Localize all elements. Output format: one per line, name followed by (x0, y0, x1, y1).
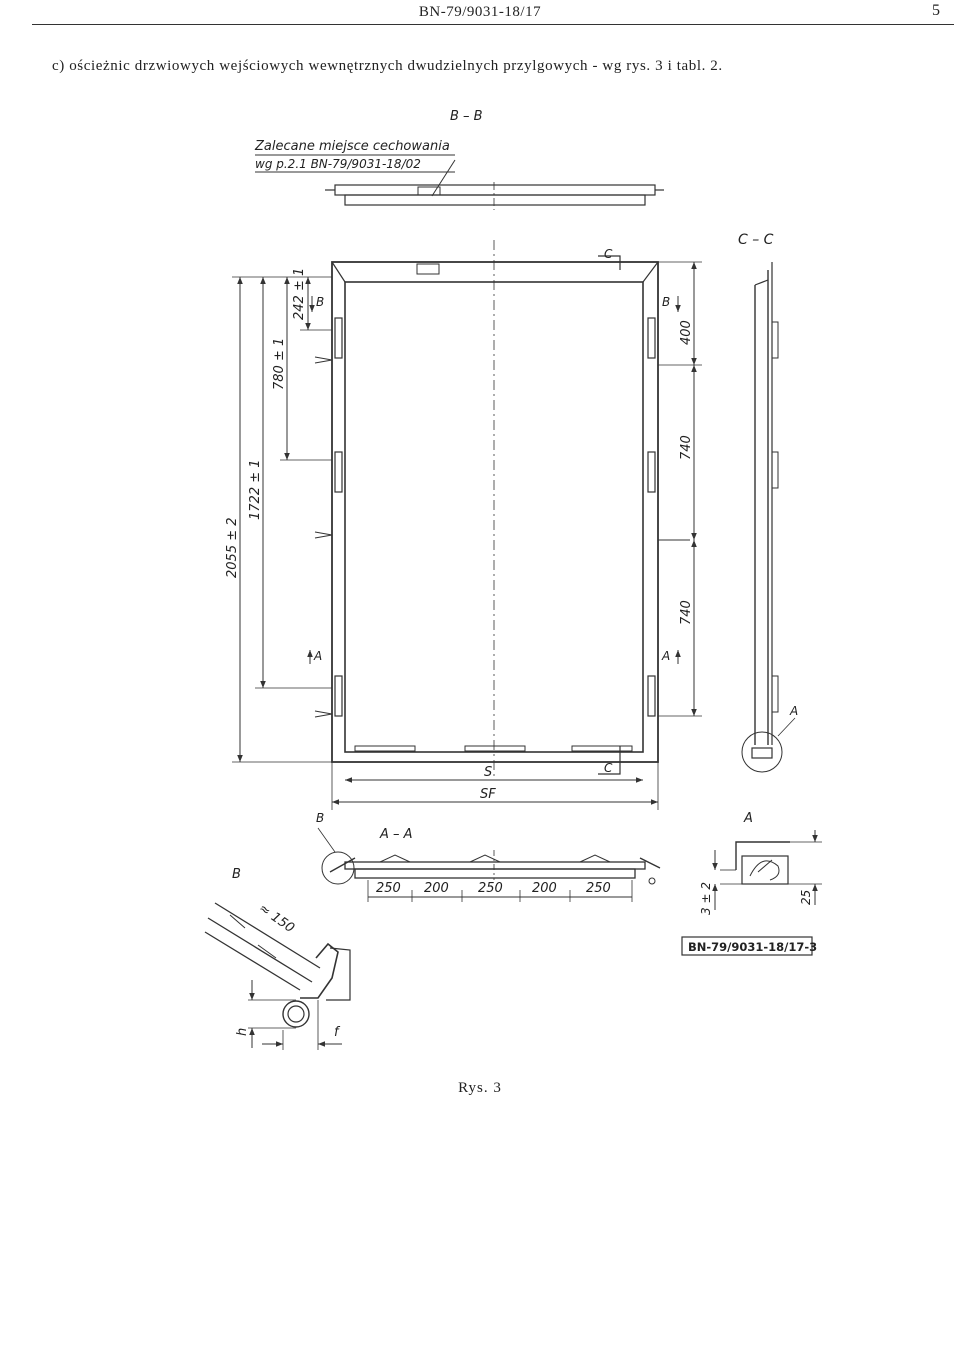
left-dimensions (232, 276, 332, 763)
detail-b-profile (204, 902, 351, 1050)
detail-a-label: A (743, 811, 753, 826)
detail-b-label: B (232, 867, 241, 882)
dim-sf: SF (480, 787, 496, 802)
a-detail-callout: A (789, 704, 798, 718)
dim-3: 3 ± 2 (699, 882, 713, 915)
dim-h: h (235, 1028, 250, 1036)
detail-a-profile (712, 830, 822, 910)
drawing-number: BN-79/9031-18/17-3 (688, 940, 817, 954)
dim-200-2: 200 (532, 881, 557, 896)
dim-approx-150: ≈ 150 (256, 901, 297, 936)
marker-a-left: A (313, 649, 322, 663)
intro-text: c) ościeżnic drzwiowych wejściowych wewn… (52, 58, 723, 74)
drawing-number-box (681, 936, 813, 956)
dim-740-upper: 740 (679, 435, 694, 460)
door-frame-elevation (314, 240, 690, 780)
dim-200-1: 200 (424, 881, 449, 896)
figure-caption: Rys. 3 (458, 1080, 502, 1096)
dim-242: 242 ± 1 (292, 268, 307, 320)
section-markers (307, 255, 681, 775)
marker-c-top: C (604, 247, 613, 261)
dim-s: S (484, 765, 492, 780)
dim-25: 25 (799, 890, 813, 905)
dim-250-3: 250 (586, 881, 611, 896)
dim-f: f (334, 1025, 341, 1040)
section-cc-profile (741, 262, 796, 773)
section-bb-profile (255, 154, 664, 210)
marker-b-right: B (662, 295, 670, 309)
dim-400: 400 (679, 320, 694, 345)
dim-250-2: 250 (478, 881, 503, 896)
header-rule (32, 24, 954, 25)
page-number: 5 (932, 2, 940, 19)
marker-a-right: A (661, 649, 670, 663)
section-bb-label: B – B (450, 109, 483, 124)
section-aa-profile (317, 827, 661, 902)
width-dimensions (331, 762, 659, 810)
marking-note-line2: wg p.2.1 BN-79/9031-18/02 (255, 157, 421, 171)
dim-780: 780 ± 1 (272, 338, 287, 390)
right-dimensions (658, 261, 702, 717)
section-cc-label: C – C (738, 232, 774, 248)
document-code: BN-79/9031-18/17 (418, 4, 542, 20)
dim-2055: 2055 ± 2 (225, 517, 240, 578)
section-aa-label: A – A (379, 827, 413, 842)
marker-b-left: B (316, 295, 324, 309)
dim-250-1: 250 (376, 881, 401, 896)
marking-note-line1: Zalecane miejsce cechowania (254, 139, 450, 154)
dim-1722: 1722 ± 1 (248, 459, 263, 520)
b-detail-callout: B (316, 811, 324, 825)
marker-c-bottom: C (604, 761, 613, 775)
dim-740-lower: 740 (679, 600, 694, 625)
